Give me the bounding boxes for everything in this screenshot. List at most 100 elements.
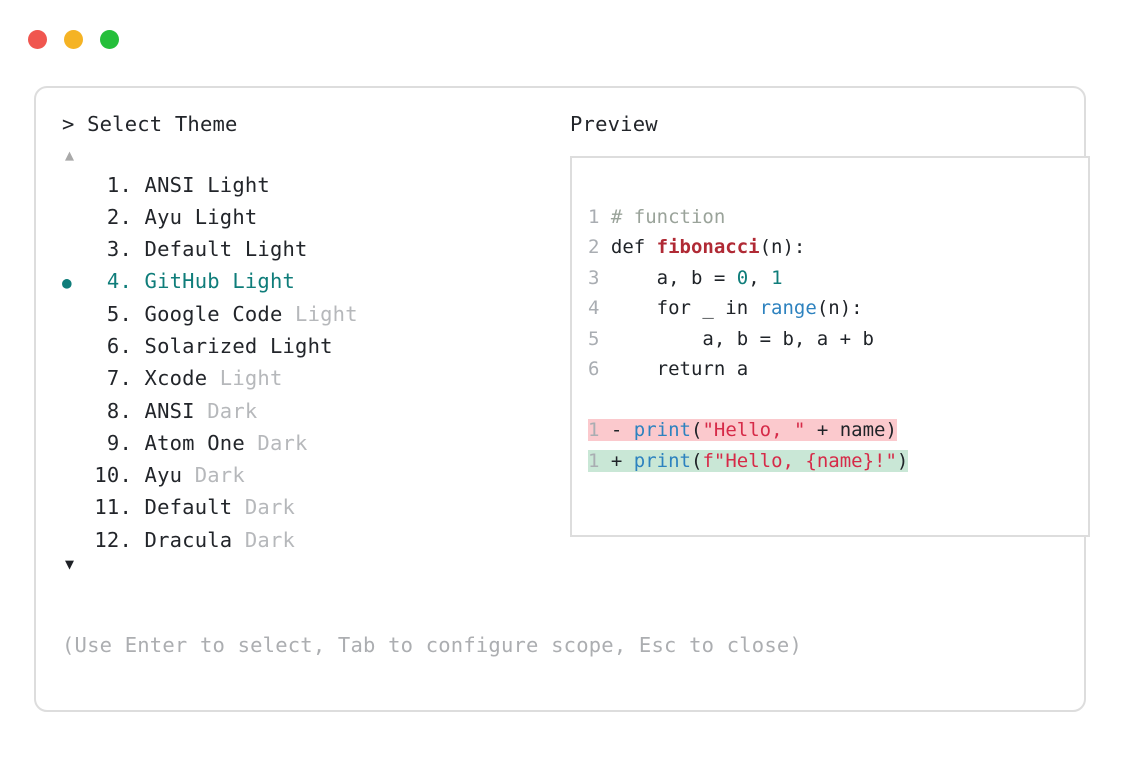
code-line: 2 def fibonacci(n): (588, 232, 1088, 263)
bullet-placeholder (62, 398, 88, 428)
bullet-placeholder (62, 527, 88, 557)
theme-item-name: Ayu (132, 463, 195, 488)
theme-list-item[interactable]: 8. ANSI Dark (62, 396, 542, 428)
theme-item-name: Xcode (132, 366, 220, 391)
theme-item-number: 12. (94, 527, 132, 552)
theme-item-number: 2. (94, 204, 132, 229)
theme-item-variant: Light (244, 237, 308, 262)
theme-list-item[interactable]: 7. Xcode Light (62, 363, 542, 395)
theme-item-variant: Dark (244, 495, 296, 520)
theme-list-item[interactable]: 6. Solarized Light (62, 331, 542, 363)
code-token: a, b = b, a + b (610, 327, 874, 350)
code-token: + name) (805, 419, 897, 441)
diff-marker: + (610, 449, 634, 472)
theme-list-item[interactable]: 12. Dracula Dark (62, 525, 542, 557)
theme-item-number: 10. (94, 463, 132, 488)
bullet-placeholder (62, 301, 88, 331)
window-minimize-button[interactable] (64, 30, 83, 49)
theme-item-name: Default (132, 495, 245, 520)
page-title: > Select Theme (62, 112, 238, 136)
theme-item-variant: Dark (194, 463, 245, 488)
code-token: ) (896, 449, 909, 472)
theme-chooser-panel: > Select Theme ▲ 1. ANSI Light 2. Ayu Li… (62, 114, 542, 576)
diff-line-add: 1 + print(f"Hello, {name}!") (588, 446, 1088, 477)
code-token: 1 (771, 266, 783, 289)
code-line: 4 for _ in range(n): (588, 293, 1088, 324)
theme-list-item[interactable]: 9. Atom One Dark (62, 428, 542, 460)
diff-marker: - (610, 419, 634, 441)
theme-picker-card: > Select Theme ▲ 1. ANSI Light 2. Ayu Li… (34, 86, 1090, 712)
code-line: 6 return a (588, 354, 1088, 385)
theme-list-item[interactable]: 5. Google Code Light (62, 299, 542, 331)
code-blank-line (588, 385, 1088, 416)
theme-item-number: 7. (94, 366, 132, 391)
theme-item-number: 5. (94, 301, 132, 326)
theme-item-name: Atom One (132, 430, 258, 455)
theme-item-variant: Light (269, 333, 333, 358)
bullet-placeholder (62, 333, 88, 363)
bullet-placeholder (62, 430, 88, 460)
theme-item-name: GitHub (132, 269, 233, 294)
code-token: fibonacci (656, 236, 760, 258)
theme-item-number: 4. (94, 269, 132, 294)
code-line: 1 # function (588, 202, 1088, 233)
diff-line-number: 1 (588, 419, 611, 441)
theme-item-variant: Dark (257, 430, 308, 455)
code-token: def (610, 236, 657, 258)
theme-item-name: Google Code (132, 301, 296, 326)
theme-item-number: 8. (94, 398, 132, 423)
theme-item-name: Ayu (132, 204, 195, 229)
theme-item-name: Default (132, 237, 245, 262)
preview-label: Preview (570, 112, 658, 136)
code-token: 0 (736, 266, 749, 289)
code-token: (n): (816, 297, 863, 319)
bullet-placeholder (62, 462, 88, 492)
window-maximize-button[interactable] (100, 30, 119, 49)
code-line-number: 5 (588, 327, 611, 350)
scroll-up-icon[interactable]: ▲ (65, 145, 75, 164)
theme-item-variant: Light (219, 366, 283, 391)
code-token: "Hello, " (702, 419, 806, 441)
bullet-placeholder (62, 204, 88, 234)
theme-item-variant: Light (207, 172, 270, 197)
theme-item-name: ANSI (132, 172, 208, 197)
theme-item-number: 3. (94, 237, 132, 262)
theme-list-item[interactable]: 3. Default Light (62, 234, 542, 266)
theme-list-item[interactable]: 11. Default Dark (62, 492, 542, 524)
code-token: (n): (759, 236, 806, 258)
code-line-number: 6 (588, 358, 611, 380)
theme-item-number: 6. (94, 333, 132, 358)
theme-item-name: Solarized (132, 333, 270, 358)
theme-item-number: 11. (94, 495, 132, 520)
theme-list-item[interactable]: ● 4. GitHub Light (62, 266, 542, 298)
scroll-down-icon[interactable]: ▼ (65, 555, 75, 574)
diff-highlight: 1 + print(f"Hello, {name}!") (588, 449, 909, 472)
theme-item-variant: Light (194, 204, 258, 229)
diff-line-del: 1 - print("Hello, " + name) (588, 415, 1088, 446)
theme-item-name: Dracula (132, 527, 245, 552)
code-token: ( (690, 419, 703, 441)
window-close-button[interactable] (28, 30, 47, 49)
code-line-number: 2 (588, 236, 611, 258)
code-line: 3 a, b = 0, 1 (588, 263, 1088, 294)
diff-line-number: 1 (588, 449, 611, 472)
theme-item-variant: Dark (207, 398, 258, 423)
code-token: ( (690, 449, 703, 472)
code-line: 5 a, b = b, a + b (588, 324, 1088, 355)
code-line-number: 1 (588, 205, 611, 228)
bullet-placeholder (62, 236, 88, 266)
window-titlebar (28, 30, 119, 49)
theme-list-item[interactable]: 10. Ayu Dark (62, 460, 542, 492)
code-token: print (633, 419, 691, 441)
theme-list[interactable]: 1. ANSI Light 2. Ayu Light 3. Default Li… (62, 170, 542, 558)
theme-list-item[interactable]: 2. Ayu Light (62, 202, 542, 234)
code-token: return a (610, 358, 749, 380)
code-line-number: 3 (588, 266, 611, 289)
bullet-placeholder (62, 494, 88, 524)
code-token: print (633, 449, 691, 472)
theme-list-item[interactable]: 1. ANSI Light (62, 170, 542, 202)
theme-item-variant: Light (232, 269, 296, 294)
code-token: range (759, 297, 817, 319)
